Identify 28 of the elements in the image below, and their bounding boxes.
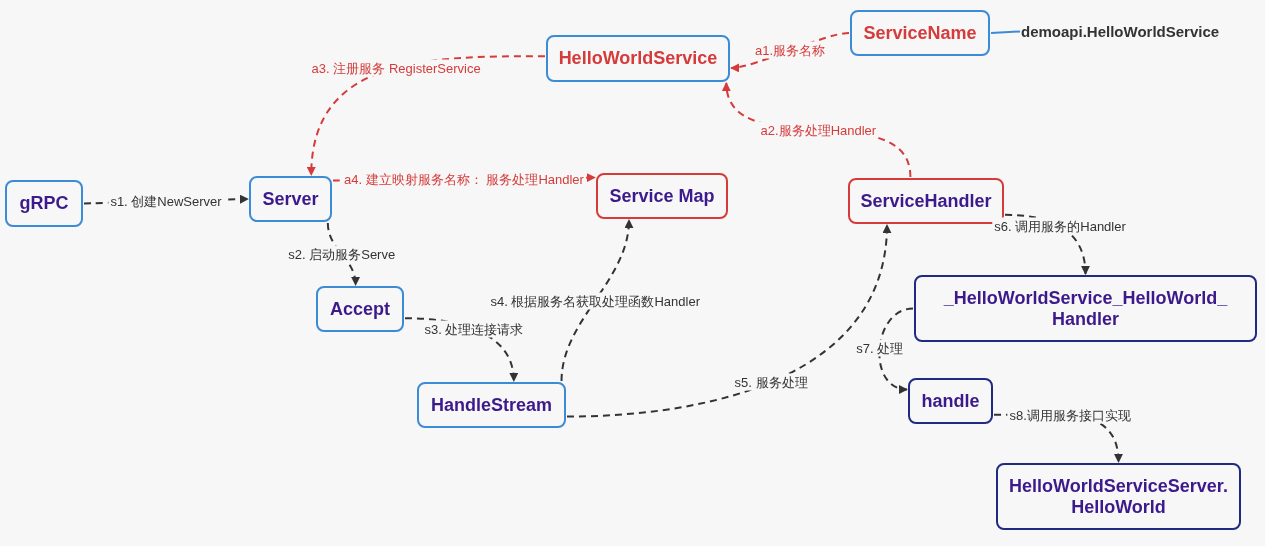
edge-label: a1.服务名称	[752, 41, 828, 59]
process-box: HelloWorldService	[546, 35, 730, 82]
process-box: HandleStream	[417, 382, 566, 428]
edge-label: s1. 创建NewServer	[108, 192, 224, 210]
process-box: ServiceName	[850, 10, 990, 56]
process-box: _HelloWorldService_HelloWorld_ Handler	[914, 275, 1257, 342]
arrow	[878, 307, 914, 393]
arrow	[326, 222, 360, 286]
process-box: gRPC	[5, 180, 83, 227]
process-box: Server	[249, 176, 332, 222]
edge-label: s7. 处理	[854, 339, 906, 357]
connector-line	[990, 30, 1021, 34]
edge-label: s6. 调用服务的Handler	[992, 217, 1128, 235]
edge-label: a4. 建立映射服务名称： 服务处理Handler	[342, 170, 586, 188]
process-box: HelloWorldServiceServer. HelloWorld	[996, 463, 1241, 530]
edge-label: a2.服务处理Handler	[758, 121, 879, 139]
edge-label: s4. 根据服务名获取处理函数Handler	[488, 292, 702, 309]
edge-label: s2. 启动服务Serve	[286, 245, 398, 263]
process-box: handle	[908, 378, 993, 424]
edge-label: s8.调用服务接口实现	[1007, 406, 1133, 424]
edge-label: s5. 服务处理	[732, 373, 810, 391]
arrow	[566, 224, 891, 418]
process-box: Service Map	[596, 173, 728, 219]
arrow	[560, 219, 633, 382]
edge-label: s3. 处理连接请求	[422, 320, 526, 338]
annotation-text: demoapi.HelloWorldService	[1021, 23, 1220, 40]
edge-label: a3. 注册服务 RegisterService	[309, 59, 483, 77]
process-box: Accept	[316, 286, 404, 332]
